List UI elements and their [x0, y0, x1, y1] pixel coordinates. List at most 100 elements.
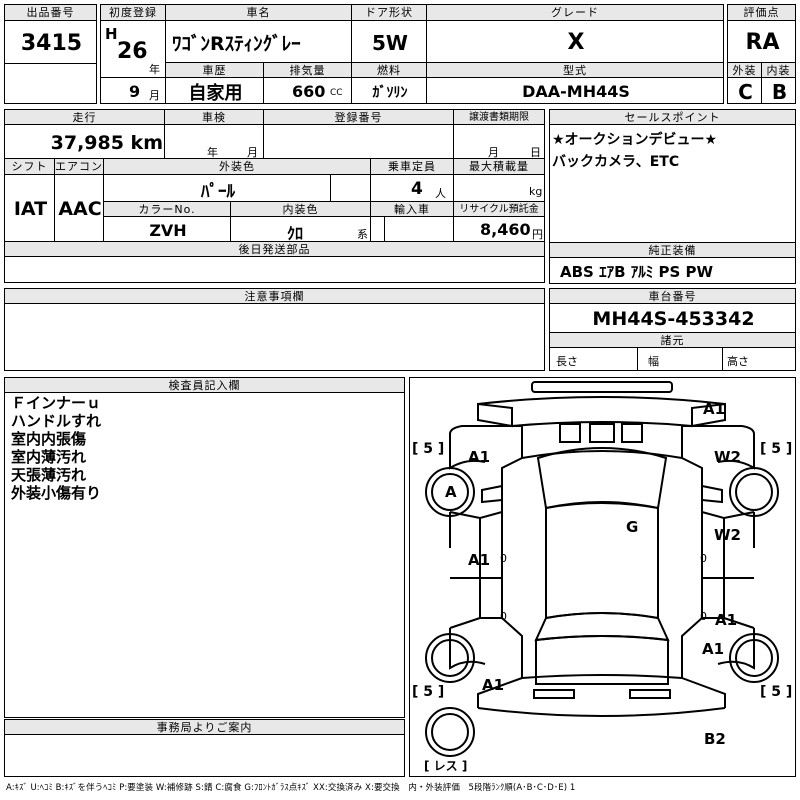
grade-label: グレード: [426, 4, 724, 21]
tire-tread-fr: [ 5 ]: [760, 441, 793, 457]
hood: [521, 426, 683, 460]
score-label: 評価点: [727, 4, 796, 21]
rear-left-corner: [477, 677, 523, 708]
month: 9: [129, 82, 141, 101]
int-color-cell: ｸﾛ 系: [230, 216, 371, 243]
zero-mark: 0: [500, 552, 507, 565]
mark-w2-right-door: W2: [714, 526, 741, 544]
capacity-unit: 人: [435, 187, 446, 200]
back-door: [535, 635, 669, 685]
displacement-label: 排気量: [263, 62, 352, 78]
tread-rr-value: 5: [771, 684, 782, 700]
inspector-label: 検査員記入欄: [4, 377, 405, 393]
rear-bumper-right: [629, 689, 671, 699]
door-cell: 5W: [351, 20, 427, 63]
mark-a1-rr: A1: [702, 640, 725, 658]
history-cell: 自家用: [165, 77, 264, 104]
shift-cell: IAT: [4, 174, 55, 242]
lot-cell: 3415: [4, 20, 97, 64]
quarter-rl: [501, 617, 523, 678]
grille-center: [589, 423, 615, 443]
sales-line-1: ★オークションデビュー★: [552, 132, 718, 148]
model: DAA-MH44S: [522, 82, 630, 101]
shift: IAT: [13, 198, 48, 220]
zero-mark: 0: [700, 552, 707, 565]
inspector-note: ハンドルすれ: [11, 412, 102, 430]
mark-a1-right-door: A1: [715, 611, 738, 629]
grade: X: [567, 30, 585, 55]
era: H: [105, 25, 118, 43]
mark-a1-fl: A1: [468, 448, 491, 466]
inspector-cell: Ｆインナーｕ ハンドルすれ 室内内張傷 室内薄汚れ 天張薄汚れ 外装小傷有り: [4, 392, 405, 718]
office-label: 事務局よりご案内: [4, 719, 405, 735]
history-label: 車歴: [165, 62, 264, 78]
displacement-unit: CC: [330, 88, 343, 98]
displacement-cell: 660 CC: [263, 77, 352, 104]
damage-diagram: A1 A1 A W2 G A1 W2 A1 A1 A1 B2 0 0 0 0 […: [409, 377, 796, 777]
recycle-unit: 円: [532, 228, 543, 241]
month-unit: 月: [149, 89, 160, 102]
import-cell-b: [384, 216, 454, 242]
reg-no-label: 登録番号: [263, 109, 454, 125]
ac-cell: AAC: [54, 174, 104, 242]
sales-line-2: バックカメラ、ETC: [552, 154, 680, 170]
first-reg-cell: H 26 年: [100, 20, 166, 78]
zero-mark: 0: [500, 610, 507, 623]
interior-grade: B: [771, 79, 788, 104]
fuel-label: 燃料: [351, 62, 427, 78]
front-left-corner: [477, 402, 513, 428]
lot-blank: [4, 63, 97, 104]
quarter-rr: [681, 617, 703, 678]
legend: A:ｷｽﾞ U:ﾍｺﾐ B:ｷｽﾞを伴うﾍｺﾐ P:要塗装 W:補修跡 S:錆 …: [6, 783, 576, 793]
car-name: ﾜｺﾞﾝRｽﾃｨﾝｸﾞﾚｰ: [172, 33, 301, 55]
later-parts-cell: [4, 256, 545, 283]
mark-b2-rear: B2: [704, 730, 726, 748]
transfer-label: 譲渡書類期限: [453, 109, 545, 125]
recycle: 8,460: [480, 220, 531, 239]
inspection-month-unit: 月: [247, 146, 258, 159]
mirror-right: [701, 485, 723, 504]
door-rl: [479, 577, 502, 619]
equipment-label: 純正装備: [549, 242, 796, 258]
ext-color: ﾊﾟｰﾙ: [201, 181, 235, 202]
mirror-left: [481, 485, 503, 504]
rear-edge: [477, 707, 726, 717]
windshield: [536, 447, 668, 510]
inspection-year-unit: 年: [207, 146, 218, 159]
tread-fr-value: 5: [771, 441, 782, 457]
first-reg-label: 初度登録: [100, 4, 166, 21]
inspector-note: 天張薄汚れ: [11, 466, 87, 484]
ac-label: エアコン: [54, 158, 104, 175]
office-cell: [4, 734, 405, 777]
recycle-cell: 8,460 円: [453, 216, 545, 242]
int-color: ｸﾛ: [287, 224, 304, 243]
reg-no-cell: [263, 124, 454, 159]
fuel: ｶﾞｿﾘﾝ: [372, 84, 408, 101]
lot-number: 3415: [20, 30, 83, 56]
later-parts-label: 後日発送部品: [4, 241, 545, 257]
specs-label: 諸元: [549, 332, 796, 348]
spare-tire-value: レス: [433, 759, 458, 773]
inspector-note: 室内薄汚れ: [11, 448, 87, 466]
inspector-note: 室内内張傷: [11, 430, 87, 448]
door-fr: [701, 511, 725, 579]
chassis-label: 車台番号: [549, 288, 796, 304]
tire-tread-rl: [ 5 ]: [412, 684, 445, 700]
equipment: ABS ｴｱB ｱﾙﾐ PS PW: [560, 263, 714, 281]
mark-w2-fr: W2: [714, 448, 741, 466]
door: 5W: [372, 30, 408, 55]
chassis-cell: MH44S-453342: [549, 303, 796, 333]
tire-fl: [425, 467, 475, 517]
car-diagram-svg: [425, 381, 779, 757]
spare-tire: [425, 707, 475, 757]
capacity-cell: 4 人: [370, 174, 454, 202]
sales-label: セールスポイント: [549, 109, 796, 125]
chassis-number: MH44S-453342: [592, 308, 755, 330]
tire-tread-fl: [ 5 ]: [412, 441, 445, 457]
displacement: 660: [292, 82, 326, 101]
ext-color-cell: ﾊﾟｰﾙ: [103, 174, 331, 202]
door-label: ドア形状: [351, 4, 427, 21]
exterior-grade: C: [738, 79, 753, 104]
inspection-label: 車検: [164, 109, 264, 125]
mark-a1-left-door: A1: [468, 551, 491, 569]
